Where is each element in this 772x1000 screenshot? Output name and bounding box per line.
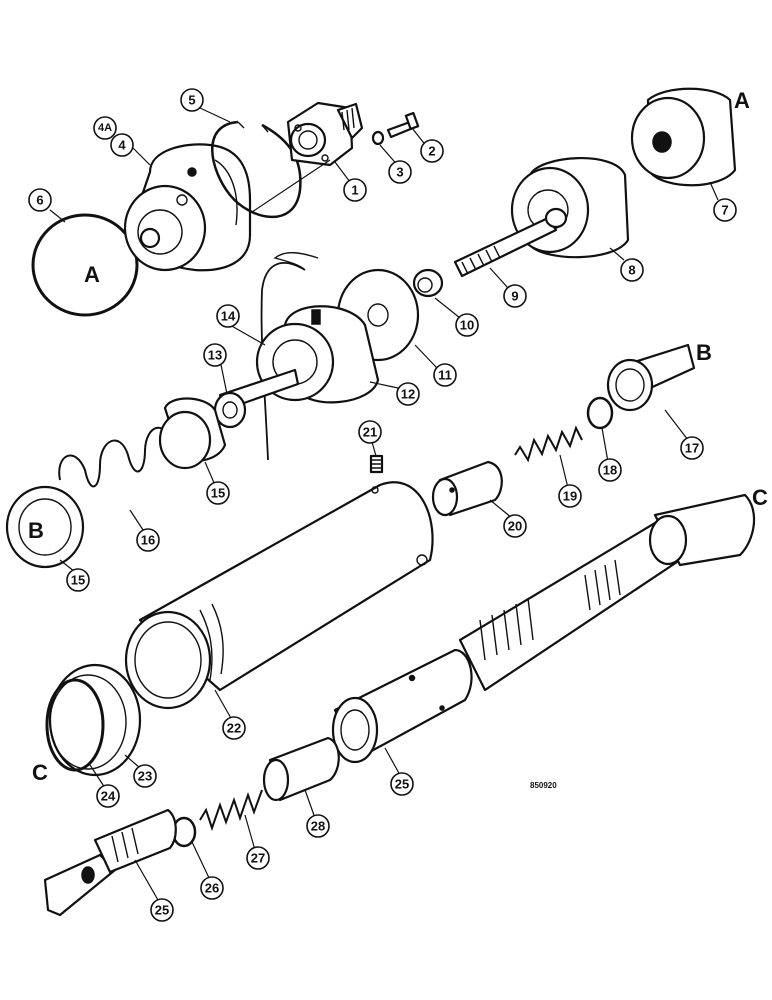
spring-19 bbox=[514, 425, 583, 463]
svg-text:27: 27 bbox=[251, 851, 265, 866]
svg-text:23: 23 bbox=[138, 769, 152, 784]
svg-text:17: 17 bbox=[685, 441, 699, 456]
lock-washer-3 bbox=[371, 130, 385, 146]
connector-b-right: B bbox=[696, 340, 712, 365]
callout-22: 22 bbox=[222, 716, 246, 740]
connector-a-right: A bbox=[734, 88, 750, 113]
callout-28: 27 bbox=[246, 846, 270, 870]
svg-text:14: 14 bbox=[221, 309, 236, 324]
svg-text:19: 19 bbox=[563, 489, 577, 504]
spool-assembly-25 bbox=[331, 493, 756, 764]
callout-12: 12 bbox=[396, 382, 420, 406]
svg-text:25: 25 bbox=[155, 903, 169, 918]
spring-cap-15-lower bbox=[5, 485, 85, 569]
svg-text:11: 11 bbox=[438, 368, 452, 383]
callout-15-upper: 15 bbox=[206, 481, 230, 505]
callout-11: 11 bbox=[433, 363, 457, 387]
svg-text:15: 15 bbox=[211, 486, 225, 501]
callout-25: 25 bbox=[390, 772, 414, 796]
svg-text:2: 2 bbox=[428, 144, 435, 159]
callout-21: 21 bbox=[358, 420, 382, 444]
svg-text:15: 15 bbox=[71, 573, 85, 588]
callout-23: 23 bbox=[133, 764, 157, 788]
svg-text:1: 1 bbox=[351, 183, 358, 198]
svg-text:16: 16 bbox=[141, 533, 155, 548]
svg-text:9: 9 bbox=[511, 289, 518, 304]
callout-17: 17 bbox=[680, 436, 704, 460]
svg-text:7: 7 bbox=[721, 203, 728, 218]
svg-text:25: 25 bbox=[395, 777, 409, 792]
sleeve-29 bbox=[262, 736, 340, 802]
o-ring-6 bbox=[31, 213, 139, 317]
callout-10: 10 bbox=[455, 313, 479, 337]
callout-7: 7 bbox=[713, 198, 737, 222]
wire-14 bbox=[260, 252, 319, 461]
connector-c-right: C bbox=[752, 485, 768, 510]
housing-4 bbox=[123, 143, 252, 272]
cylinder-tube-22 bbox=[124, 481, 434, 710]
callout-19: 19 bbox=[558, 484, 582, 508]
callout-20: 20 bbox=[503, 514, 527, 538]
callout-14: 14 bbox=[216, 304, 240, 328]
callout-9: 9 bbox=[503, 284, 527, 308]
o-ring-18 bbox=[586, 396, 614, 430]
spring-cap-15-upper bbox=[158, 397, 227, 470]
callout-16: 16 bbox=[136, 528, 160, 552]
callout-2: 2 bbox=[420, 139, 444, 163]
connector-b-left: B bbox=[28, 518, 44, 543]
clevis-26 bbox=[43, 808, 177, 917]
callout-29: 28 bbox=[306, 814, 330, 838]
o-ring-24 bbox=[45, 678, 105, 772]
callout-1: 1 bbox=[343, 178, 367, 202]
svg-text:5: 5 bbox=[188, 93, 195, 108]
flange-fitting-1 bbox=[251, 101, 364, 213]
svg-text:24: 24 bbox=[101, 789, 116, 804]
callout-4: 4 bbox=[110, 133, 134, 157]
end-cap-7 bbox=[630, 87, 737, 187]
ring-23 bbox=[48, 663, 142, 777]
bushing-10 bbox=[412, 268, 444, 298]
svg-text:21: 21 bbox=[363, 425, 377, 440]
callout-4a: 4A bbox=[93, 116, 117, 140]
threaded-rod-9 bbox=[453, 207, 568, 278]
connector-c-left: C bbox=[32, 760, 48, 785]
callout-27: 26 bbox=[200, 876, 224, 900]
plug-17 bbox=[606, 343, 696, 412]
figure-code: 850920 bbox=[530, 781, 557, 790]
svg-text:6: 6 bbox=[36, 193, 43, 208]
callout-3: 3 bbox=[388, 160, 412, 184]
svg-text:18: 18 bbox=[603, 463, 617, 478]
bolt-2 bbox=[386, 111, 420, 139]
callout-8: 8 bbox=[620, 258, 644, 282]
callout-18: 18 bbox=[598, 458, 622, 482]
svg-text:28: 28 bbox=[311, 819, 325, 834]
callout-15-lower: 15 bbox=[66, 568, 90, 592]
set-screw-21 bbox=[369, 454, 384, 474]
callout-6: 6 bbox=[28, 188, 52, 212]
svg-text:4A: 4A bbox=[98, 122, 112, 134]
spring-28 bbox=[199, 789, 263, 832]
callout-13: 13 bbox=[203, 343, 227, 367]
svg-text:12: 12 bbox=[401, 387, 415, 402]
connector-a-left: A bbox=[84, 262, 100, 287]
svg-text:13: 13 bbox=[208, 348, 222, 363]
valve-piece-20 bbox=[431, 460, 503, 517]
svg-text:4: 4 bbox=[118, 138, 126, 153]
svg-text:22: 22 bbox=[227, 721, 241, 736]
callout-5: 5 bbox=[180, 88, 204, 112]
svg-text:10: 10 bbox=[460, 318, 474, 333]
svg-text:8: 8 bbox=[628, 263, 635, 278]
svg-text:20: 20 bbox=[508, 519, 522, 534]
svg-text:3: 3 bbox=[396, 165, 403, 180]
svg-text:26: 26 bbox=[205, 881, 219, 896]
callout-24: 24 bbox=[96, 784, 120, 808]
callout-26: 25 bbox=[150, 898, 174, 922]
leader-lines bbox=[49, 107, 719, 901]
